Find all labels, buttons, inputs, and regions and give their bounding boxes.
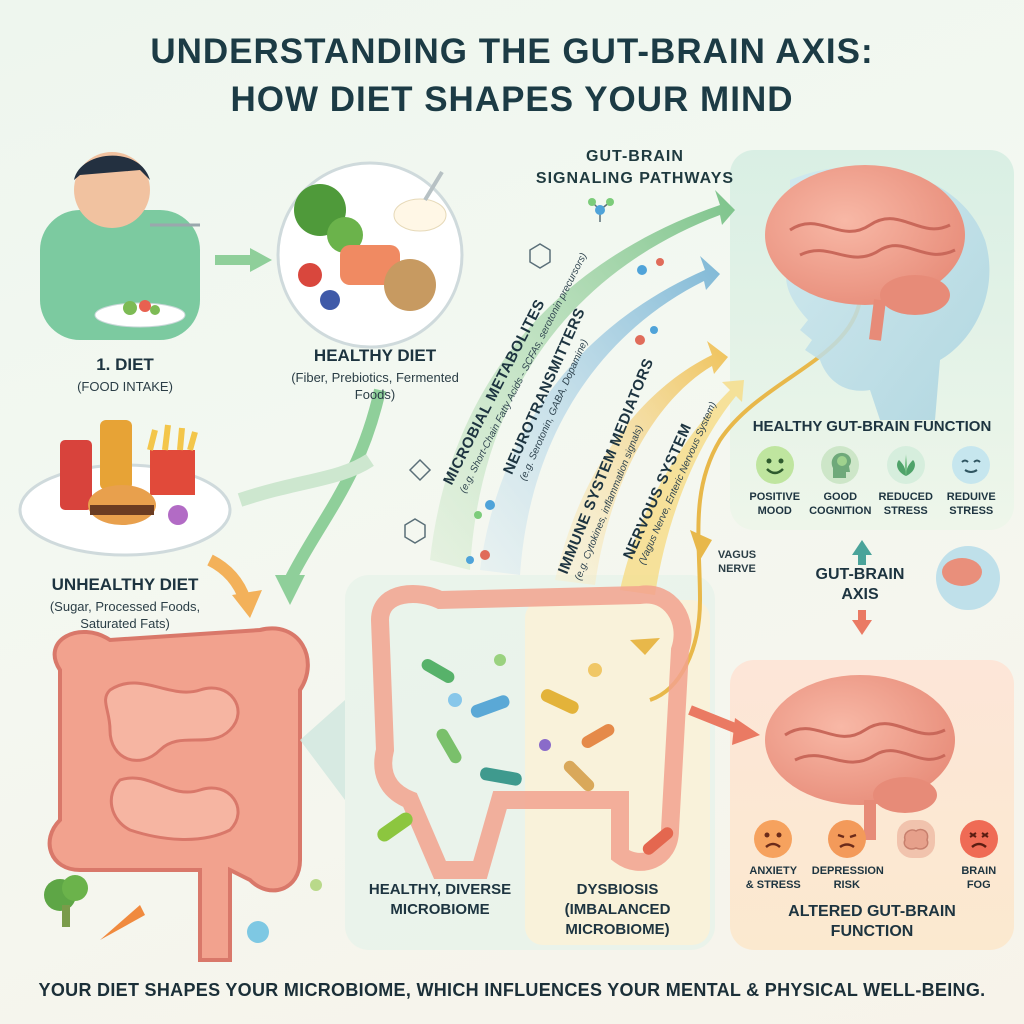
pathways-heading-line-1: GUT-BRAIN — [586, 148, 684, 165]
anxious-face-icon — [754, 820, 793, 858]
to-altered-arrow — [688, 705, 742, 735]
healthy-plate-illustration — [276, 161, 464, 349]
smile-icon — [755, 446, 794, 484]
healthy-function-title: HEALTHY GUT-BRAIN FUNCTION — [752, 418, 992, 435]
altered-function-title: ALTERED GUT-BRAIN FUNCTION — [788, 903, 956, 940]
diet-step-label: 1. DIET — [96, 355, 154, 374]
outcome-anxiety: ANXIETY & STRESS — [741, 820, 805, 891]
healthy-to-gut-arrow — [284, 388, 386, 583]
healthy-diet-sub: (Fiber, Prebiotics, Fermented Foods) — [291, 370, 459, 402]
outcome-reduced-stress: REDUCED STRESS — [874, 446, 938, 526]
healthy-brain-icon — [765, 165, 965, 305]
outcome-good-cognition: GOOD COGNITION — [808, 446, 872, 526]
outcome-depression: DEPRESSION RISK — [812, 820, 884, 891]
axis-up-arrow-icon — [852, 540, 872, 555]
veggie-decor — [44, 875, 322, 943]
outcome-reduive-stress: REDUIVE STRESS — [939, 446, 1003, 526]
calm-face-icon — [952, 446, 991, 484]
axis-down-arrow-icon — [852, 620, 872, 635]
healthy-outcomes-row: POSITIVE MOOD GOOD COGNITION REDUCED STR… — [742, 446, 1004, 526]
microbial-metabolites-band — [430, 190, 735, 570]
molecule-dots — [466, 198, 664, 564]
vagus-nerve-label: VAGUS NERVE — [717, 549, 757, 575]
diet-step-sub: (FOOD INTAKE) — [77, 379, 173, 394]
title-line-2: HOW DIET SHAPES YOUR MIND — [230, 80, 794, 119]
head-leaf-icon — [821, 446, 860, 484]
healthy-diet-title: HEALTHY DIET — [313, 346, 437, 365]
axis-label: GUT-BRAIN AXIS — [815, 566, 905, 603]
unhealthy-diet-title: UNHEALTHY DIET — [51, 575, 199, 594]
healthy-bacteria — [377, 654, 522, 842]
zoom-pointer — [300, 700, 345, 800]
vagus-nerve-line — [649, 299, 862, 702]
neurotransmitters-band — [480, 256, 720, 575]
page-title: UNDERSTANDING THE GUT-BRAIN AXIS: HOW DI… — [0, 28, 1024, 124]
dysbiosis-bacteria — [539, 663, 674, 855]
immune-mediators-band — [555, 341, 728, 585]
unhealthy-diet-sub: (Sugar, Processed Foods, Saturated Fats) — [49, 599, 201, 631]
vagus-arrow-icon — [690, 530, 712, 560]
footer-caption: YOUR DIET SHAPES YOUR MICROBIOME, WHICH … — [38, 980, 986, 1000]
pathways-heading: GUT-BRAIN SIGNALING PATHWAYS — [520, 146, 750, 190]
pathways-heading-line-2: SIGNALING PATHWAYS — [535, 170, 735, 187]
title-line-1: UNDERSTANDING THE GUT-BRAIN AXIS: — [150, 32, 874, 71]
stressed-face-icon — [959, 820, 998, 858]
vagus-arrow-icon-2 — [630, 638, 660, 655]
person-eating-illustration — [40, 152, 200, 340]
outcome-brain-fog: BRAIN FOG — [951, 820, 1007, 891]
nervous-system-band — [620, 380, 744, 595]
altered-brain-icon — [765, 675, 955, 805]
unhealthy-plate-illustration — [18, 420, 232, 557]
intestine-illustration — [47, 626, 310, 962]
outcome-brain — [888, 820, 944, 890]
outcome-positive-mood: POSITIVE MOOD — [743, 446, 807, 526]
plant-icon — [886, 446, 925, 484]
brain-icon — [897, 820, 936, 858]
healthy-microbiome-label: HEALTHY, DIVERSE MICROBIOME — [368, 881, 512, 918]
sad-face-icon — [827, 820, 866, 858]
dysbiosis-label: DYSBIOSIS (IMBALANCED MICROBIOME) — [564, 881, 671, 938]
altered-outcomes-row: ANXIETY & STRESS DEPRESSION RISK BRAIN F… — [738, 820, 1010, 891]
